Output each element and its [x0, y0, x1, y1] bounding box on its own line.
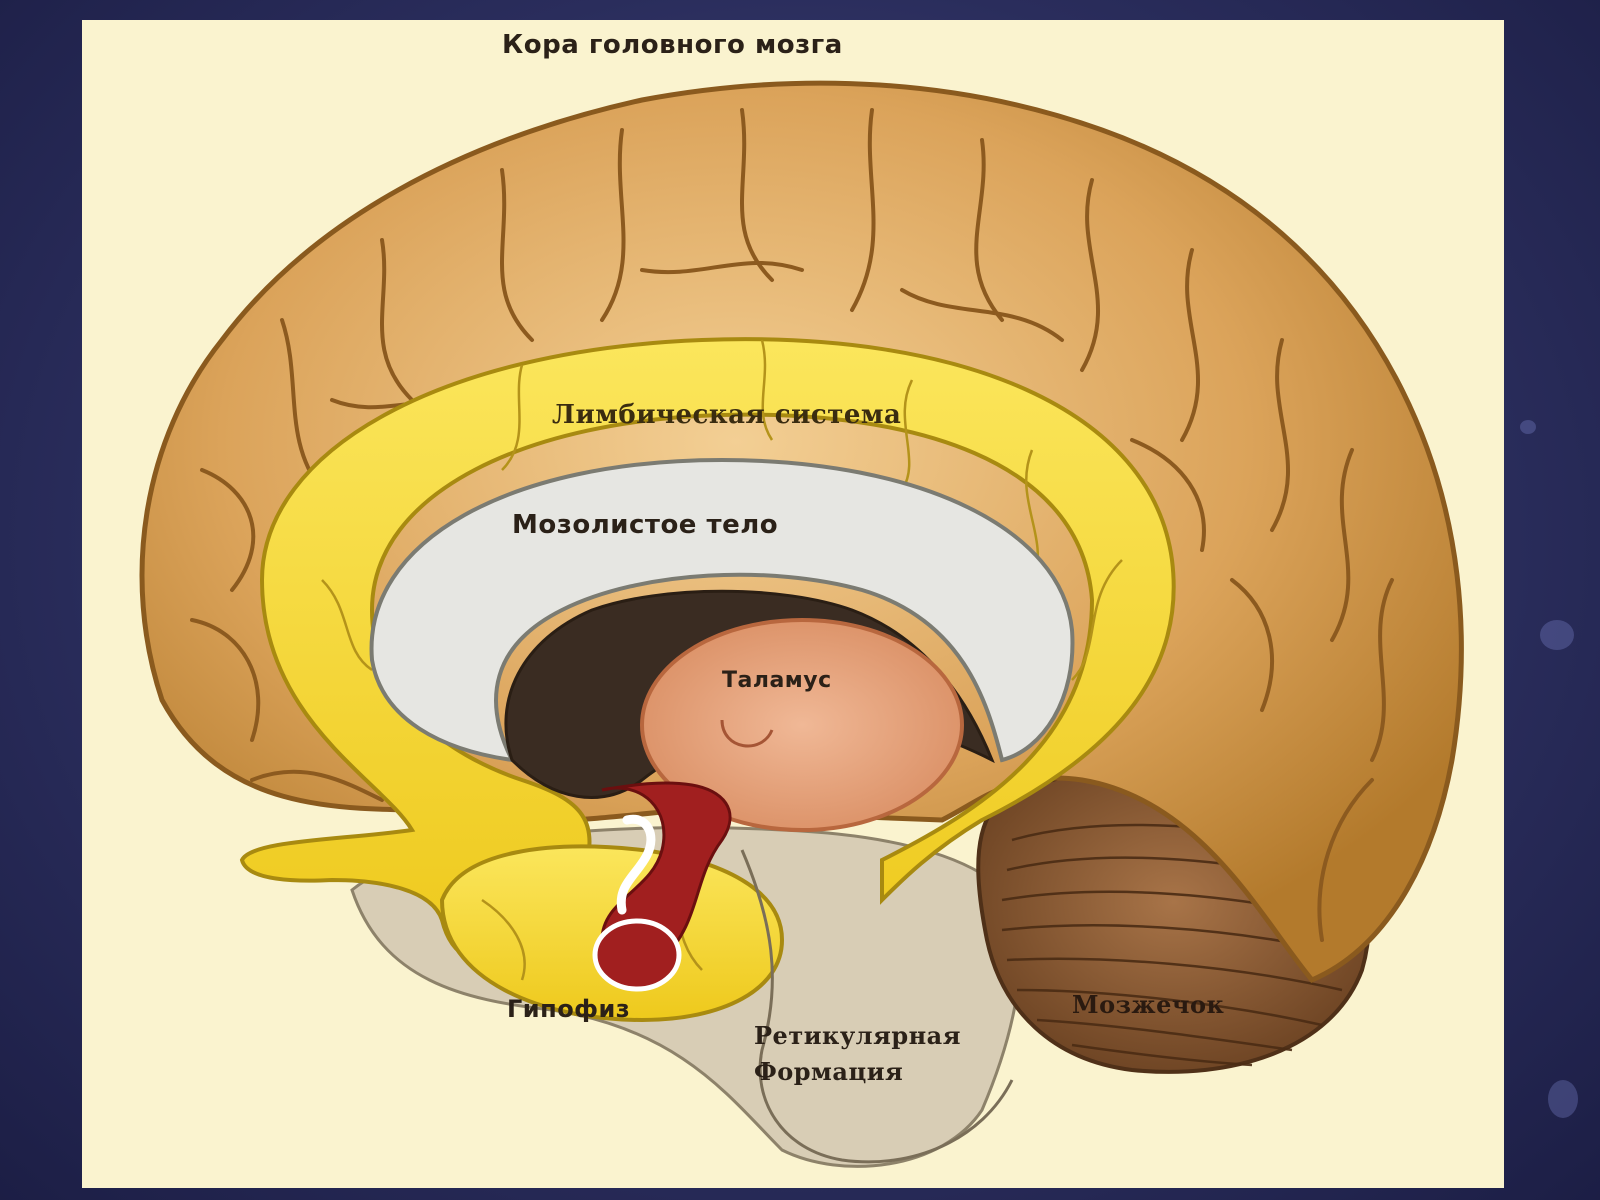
decor-bubble: [1520, 420, 1536, 434]
label-thalamus: Таламус: [722, 668, 832, 693]
label-cerebellum: Мозжечок: [1072, 990, 1225, 1019]
label-limbic-system: Лимбическая система: [552, 400, 902, 430]
slide-panel: Кора головного мозга Лимбическая система…: [82, 20, 1504, 1188]
thalamus-mark: [720, 719, 774, 748]
corpus-callosum-shape: [369, 457, 1075, 763]
brain-diagram: [139, 80, 1464, 1168]
cerebellum-folia: [1001, 823, 1353, 1067]
decor-bubble: [1548, 1080, 1578, 1118]
label-reticular-line1: Ретикулярная: [754, 1021, 961, 1050]
label-pituitary: Гипофиз: [507, 995, 631, 1023]
decor-bubble: [1540, 620, 1574, 650]
label-reticular-formation: Ретикулярная Формация: [754, 1018, 961, 1090]
thalamus-shape: [640, 618, 964, 832]
label-reticular-line2: Формация: [754, 1057, 904, 1086]
pituitary-gland: [592, 918, 682, 992]
label-cortex: Кора головного мозга: [502, 30, 843, 60]
reticular-formation-outline: [740, 849, 1014, 1164]
pituitary-stalk-highlight: [616, 814, 656, 915]
label-corpus-callosum: Мозолистое тело: [512, 510, 779, 540]
